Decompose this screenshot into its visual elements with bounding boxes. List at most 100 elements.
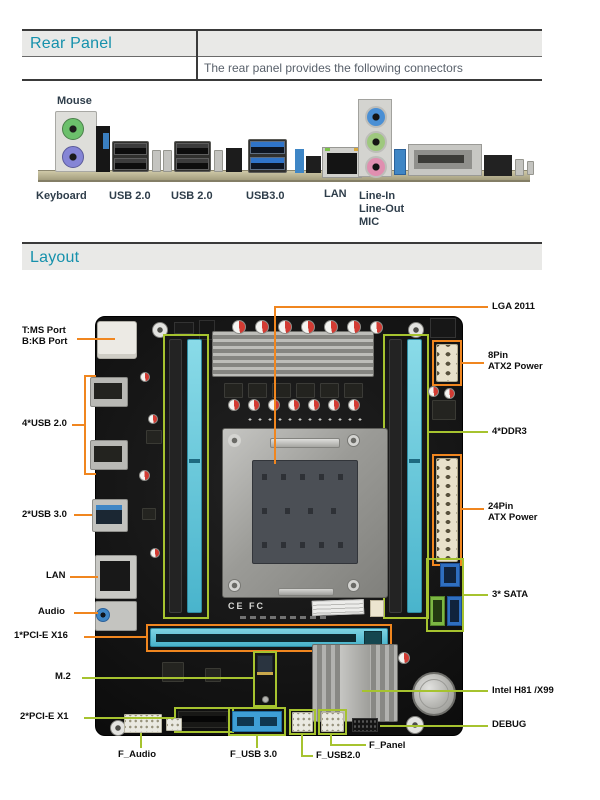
callout-line-m2	[82, 677, 253, 679]
vrm-heatsink	[212, 331, 374, 377]
capacitor	[398, 652, 410, 664]
pcie-retention-tab	[364, 631, 382, 645]
ps2-keyboard-port	[62, 146, 84, 168]
dimm-key-notch	[409, 459, 420, 463]
usb20-label: USB 2.0	[171, 190, 213, 202]
socket-latch	[278, 588, 334, 596]
callout-label-lan: LAN	[46, 570, 66, 581]
ic-chip	[142, 508, 156, 520]
ic-chip	[432, 400, 456, 420]
mic-jack	[365, 156, 387, 178]
callout-label-chipset: Intel H81 /X99	[492, 685, 554, 696]
usb-port	[176, 158, 209, 170]
capacitor	[347, 320, 361, 334]
dimm-key-notch	[189, 459, 200, 463]
callout-label-usb30: 2*USB 3.0	[22, 509, 67, 520]
capacitor	[370, 321, 383, 334]
silkscreen-marks	[240, 616, 330, 619]
component	[152, 150, 161, 172]
component	[103, 133, 109, 149]
component	[484, 155, 512, 176]
rear-panel-description: The rear panel provides the following co…	[204, 61, 463, 75]
section-column-divider	[196, 29, 198, 81]
callout-bracket-usb20	[84, 375, 96, 475]
f-usb30-highlight	[228, 707, 286, 736]
callout-label-usb20: 4*USB 2.0	[22, 418, 67, 429]
callout-line-faudio	[140, 733, 142, 748]
fan-header	[174, 322, 194, 334]
ps2-mouse-port	[62, 118, 84, 140]
component	[214, 150, 223, 172]
atx8-connector	[436, 344, 458, 382]
callout-label-ps2: T:MS Port B:KB Port	[22, 325, 68, 347]
mosfet	[320, 383, 339, 398]
battery-ring	[419, 679, 449, 709]
f-usb20-header	[292, 712, 313, 732]
socket-latch	[270, 438, 340, 448]
atx8-highlight	[432, 340, 462, 386]
mosfet	[248, 383, 267, 398]
callout-line-pciex16	[84, 636, 146, 638]
pcie-x16-slot-opening	[156, 634, 356, 642]
capacitor	[444, 388, 455, 399]
dimm-highlight-left	[163, 334, 209, 619]
f-panel-header	[321, 712, 344, 732]
usb20-label: USB 2.0	[109, 190, 151, 202]
chipset-heatsink-band	[340, 645, 370, 721]
dimm-slot	[389, 339, 402, 613]
keyboard-label: Keyboard	[36, 190, 87, 202]
ic-chip	[146, 430, 162, 444]
sata-slot	[433, 600, 442, 622]
capacitor	[324, 320, 338, 334]
capacitor	[248, 399, 260, 411]
callout-line-pciex1	[84, 717, 174, 719]
callout-line-usb20	[72, 424, 84, 426]
callout-line-ps2	[77, 338, 115, 340]
usb3-opening	[96, 505, 122, 524]
dimm-slot	[187, 339, 202, 613]
m2-highlight	[253, 651, 277, 707]
dimm-slot	[407, 339, 422, 613]
callout-line-debug	[380, 725, 488, 727]
component	[370, 600, 384, 617]
usb-port	[114, 158, 147, 170]
cover-slots	[262, 542, 348, 548]
capacitor	[140, 372, 150, 382]
callout-line-chipset	[362, 690, 488, 692]
sata-slot	[444, 567, 456, 583]
callout-line-atx8	[462, 362, 484, 364]
component	[306, 156, 321, 173]
component	[515, 159, 524, 176]
callout-line-fpanel	[330, 744, 366, 746]
usb2-opening	[94, 383, 122, 399]
rear-panel-header-bar	[22, 31, 542, 56]
socket-screw	[347, 579, 360, 592]
inductor	[430, 318, 456, 338]
callout-line-fusb30	[256, 736, 258, 748]
callout-label-sata: 3* SATA	[492, 589, 529, 600]
capacitor	[428, 386, 439, 397]
header-pins-row	[245, 416, 365, 423]
capacitor	[301, 320, 315, 334]
callout-line-sata	[464, 594, 488, 596]
usb30-label: USB3.0	[246, 190, 285, 202]
f-usb20-highlight	[289, 709, 316, 735]
sata-slot	[450, 600, 459, 622]
lan-label: LAN	[324, 188, 347, 200]
cover-slots	[262, 508, 348, 514]
section-divider	[22, 242, 542, 244]
section-divider	[22, 29, 542, 31]
lan-opening	[100, 561, 130, 591]
ce-fc-marking: CE FC	[228, 601, 265, 611]
callout-line-lga	[274, 306, 276, 464]
rear-panel-title: Rear Panel	[30, 35, 113, 52]
callout-line-fpanel	[330, 735, 332, 746]
callout-label-lga2011: LGA 2011	[492, 301, 535, 312]
f-usb30-slot	[260, 717, 277, 726]
callout-label-debug: DEBUG	[492, 719, 527, 730]
capacitor	[348, 399, 360, 411]
capacitor	[139, 470, 150, 481]
f-usb30-slot	[237, 717, 254, 726]
mouse-label: Mouse	[57, 95, 92, 107]
callout-line-fusb20	[301, 735, 303, 757]
